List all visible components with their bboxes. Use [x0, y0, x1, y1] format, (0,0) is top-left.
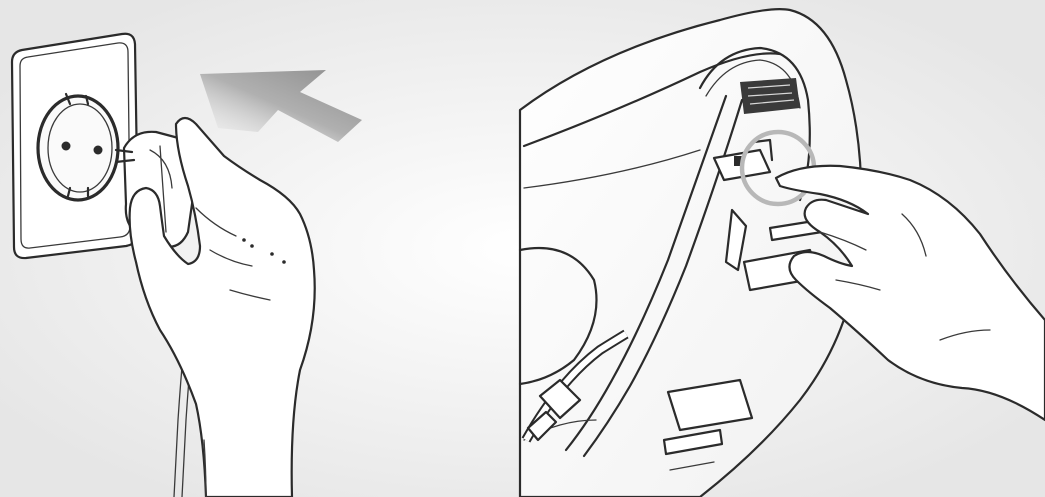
hand-icon	[128, 116, 316, 497]
wall-socket-icon	[10, 32, 140, 260]
vent-grille-icon	[740, 78, 800, 114]
cable-icon	[521, 208, 748, 443]
push-arrow-icon	[200, 70, 362, 142]
panel-unplug	[10, 32, 362, 497]
panel-disconnect	[518, 8, 1045, 497]
hand-icon	[774, 164, 1045, 422]
